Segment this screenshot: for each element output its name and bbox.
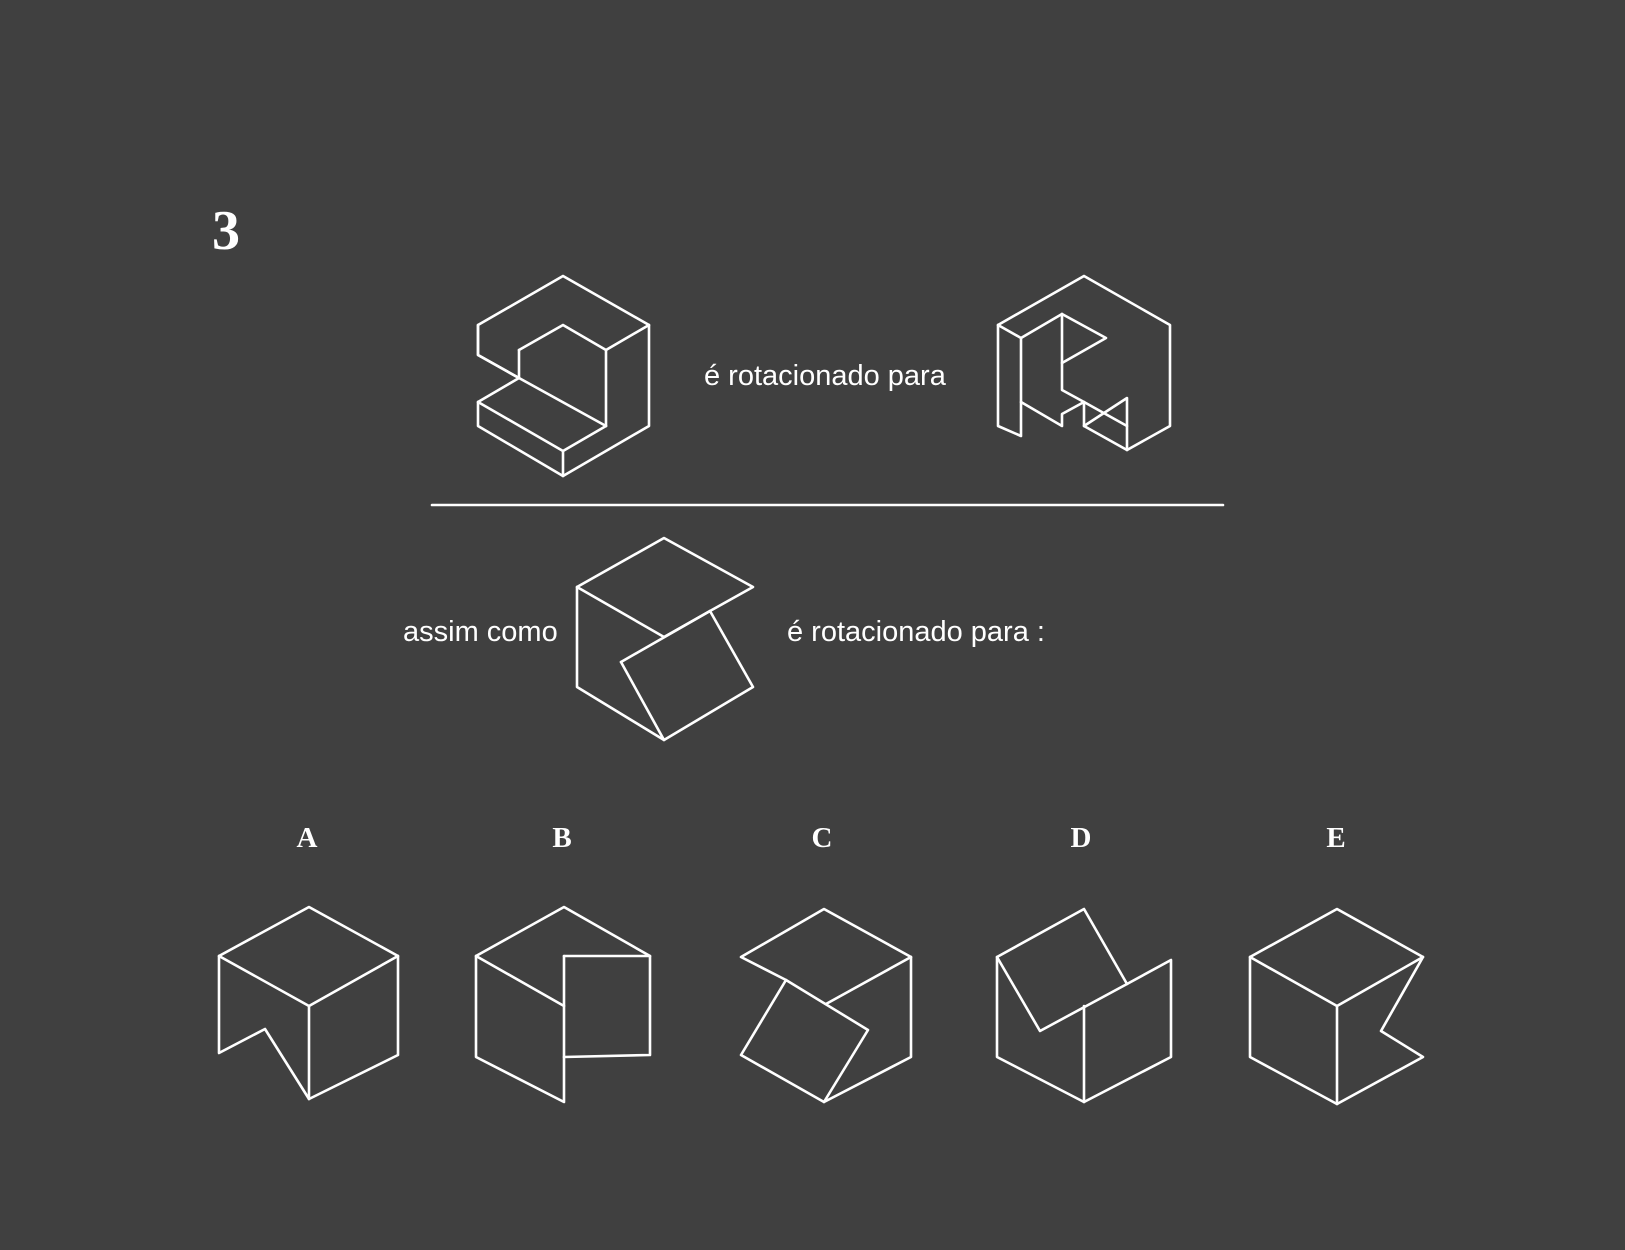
option-c-label: C: [811, 822, 833, 854]
option-e-figure: [1248, 907, 1425, 1106]
option-c-figure: [739, 907, 913, 1104]
example-rotated-figure: [996, 274, 1172, 452]
option-d-figure: [995, 907, 1173, 1104]
option-e-label: E: [1326, 822, 1346, 854]
example-caption: é rotacionado para: [704, 360, 946, 392]
prompt-suffix: é rotacionado para :: [787, 616, 1045, 648]
example-source-figure: [476, 274, 651, 478]
option-a-label: A: [296, 822, 318, 854]
option-b-label: B: [552, 822, 572, 854]
option-a-figure: [217, 905, 400, 1101]
option-b-figure: [474, 905, 652, 1104]
question-figure: [575, 536, 755, 742]
prompt-prefix: assim como: [403, 616, 558, 648]
option-d-label: D: [1070, 822, 1092, 854]
question-number: 3: [212, 200, 240, 262]
